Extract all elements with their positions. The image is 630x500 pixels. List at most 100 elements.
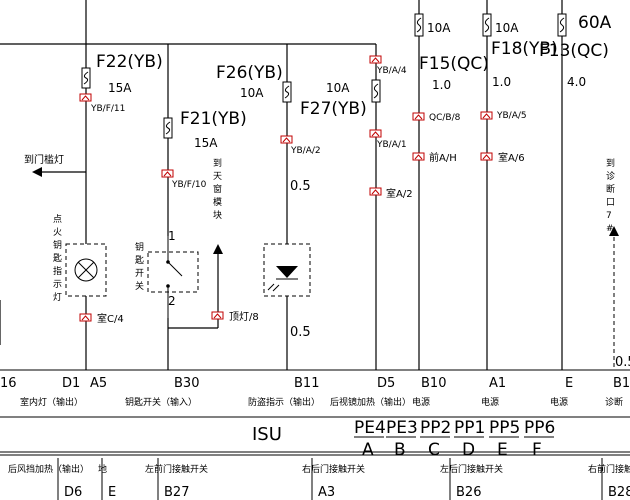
group-top-pp6: PP6 — [524, 418, 555, 438]
wires — [38, 0, 615, 370]
connector-c11-label: 室C/4 — [97, 312, 124, 325]
group-bottom-a: A — [362, 440, 374, 460]
module-pin-desc-b10: 电源 — [412, 396, 430, 408]
module-pin-a1: A1 — [489, 376, 506, 391]
connector-c1-label: YB/F/11 — [90, 104, 125, 114]
module-pin-b30: B30 — [174, 376, 199, 391]
key-switch-icon — [147, 236, 199, 318]
module-frame — [0, 369, 630, 500]
module-pin-b10: B10 — [421, 376, 446, 391]
connector-c12-label: 顶灯/8 — [229, 311, 259, 323]
key-indicator-lamp-label: 点火钥匙指示灯 — [53, 214, 62, 303]
wire-size-b11-lower: 0.5 — [290, 325, 311, 340]
fuse-f21-rating: 15A — [194, 136, 218, 150]
fuse-f13-name: F13(QC) — [539, 41, 609, 61]
sunroof-label: 到天窗模块 — [213, 157, 222, 221]
connector-c8-label: 前A/H — [429, 151, 457, 164]
connector-c5-label: YB/A/1 — [376, 140, 407, 150]
connector-c10 — [369, 187, 382, 196]
rr-door-label: 右后门接触开关 — [302, 463, 365, 475]
module-pin-b11: B11 — [294, 376, 319, 391]
connector-c12 — [211, 311, 224, 320]
wire-size-b11-upper: 0.5 — [290, 179, 311, 194]
sunroof-arrow-icon — [213, 244, 223, 254]
connector-c9-label: 室A/6 — [498, 151, 525, 164]
key-switch-pin2: 2 — [168, 294, 176, 308]
fuse-f26-name: F26(YB) — [216, 63, 283, 83]
connector-c4-label: YB/A/4 — [376, 66, 407, 76]
key-indicator-lamp-icon — [65, 243, 107, 297]
group-top-pe3: PE3 — [386, 418, 418, 438]
fuse-f21-name: F21(YB) — [180, 109, 247, 129]
connector-c7 — [480, 111, 493, 120]
group-top-pe4: PE4 — [354, 418, 386, 438]
module-pin-desc-e: 电源 — [550, 396, 568, 408]
cell-b27: B27 — [164, 485, 189, 500]
fuse-symbols — [81, 13, 567, 139]
fuse-f22-symbol — [81, 67, 91, 89]
connector-c2-label: YB/F/10 — [171, 180, 207, 190]
ground-label: 地 — [98, 463, 107, 475]
connector-c1 — [79, 93, 92, 102]
wire-size-f18: 1.0 — [492, 75, 511, 89]
connector-c2 — [161, 169, 174, 178]
module-pin-16: 16 — [0, 376, 17, 391]
fuse-f27-symbol — [371, 79, 381, 103]
module-pin-b15: B15 — [613, 376, 630, 391]
connector-c9 — [480, 152, 493, 161]
fuse-f15-name: F15(QC) — [419, 54, 489, 74]
cell-e: E — [108, 485, 116, 500]
group-top-pp1: PP1 — [454, 418, 485, 438]
module-pin-e: E — [565, 376, 573, 391]
key-switch-label: 钥匙开关 — [135, 241, 144, 292]
module-pin-d5: D5 — [377, 376, 395, 391]
module-pin-desc-b30: 钥匙开关（输入） — [125, 396, 197, 408]
cell-a3: A3 — [318, 485, 335, 500]
fuse-f15-rating: 10A — [427, 21, 451, 35]
wire-size-f15: 1.0 — [432, 78, 451, 92]
rear-heat-label: 后风挡加热（输出） — [8, 463, 89, 475]
power-bus — [0, 0, 376, 345]
connector-c5 — [369, 129, 382, 138]
lf-door-label: 左前门接触开关 — [145, 463, 208, 475]
fuse-f18-rating: 10A — [495, 21, 519, 35]
connector-c7-label: YB/A/5 — [496, 111, 527, 121]
module-pin-desc-b15: 诊断 — [605, 396, 623, 408]
fuse-f18-symbol — [482, 13, 492, 37]
module-name: ISU — [252, 424, 282, 445]
module-pin-a5: A5 — [90, 376, 107, 391]
connector-c6-label: QC/B/8 — [429, 113, 461, 123]
connector-c6 — [412, 112, 425, 121]
group-bottom-c: C — [428, 440, 440, 460]
lr-door-label: 左后门接触开关 — [440, 463, 503, 475]
group-bottom-e: E — [497, 440, 508, 460]
connector-c3-label: YB/A/2 — [290, 146, 321, 156]
fuse-f27-rating: 10A — [326, 81, 350, 95]
fuse-f21-symbol — [163, 117, 173, 139]
key-switch-pin1: 1 — [168, 229, 176, 243]
door-lamp-label: 到门槛灯 — [24, 153, 64, 166]
group-bottom-d: D — [462, 440, 475, 460]
module-pin-d1: D1 — [62, 376, 80, 391]
connector-c4 — [369, 55, 382, 64]
wire-size-right: 0.5 — [615, 355, 630, 370]
group-bottom-f: F — [532, 440, 542, 460]
connector-c8 — [412, 152, 425, 161]
connector-c3 — [280, 135, 293, 144]
fuse-f22-rating: 15A — [108, 81, 132, 95]
group-top-pp5: PP5 — [489, 418, 520, 438]
fuse-f13-symbol — [557, 13, 567, 37]
rf-door-label: 右前门接触开关 — [588, 463, 630, 475]
group-top-pp2: PP2 — [420, 418, 451, 438]
diag-arrow-icon — [609, 226, 619, 236]
module-pin-desc-d1: 室内灯（输出） — [20, 396, 83, 408]
fuse-f27-name: F27(YB) — [300, 99, 367, 119]
module-pin-desc-b11: 防盗指示（输出） — [248, 396, 320, 408]
cell-b26: B26 — [456, 485, 481, 500]
cell-d6: D6 — [64, 485, 82, 500]
wire-size-f13: 4.0 — [567, 75, 586, 89]
anti-theft-led-icon — [263, 243, 311, 297]
